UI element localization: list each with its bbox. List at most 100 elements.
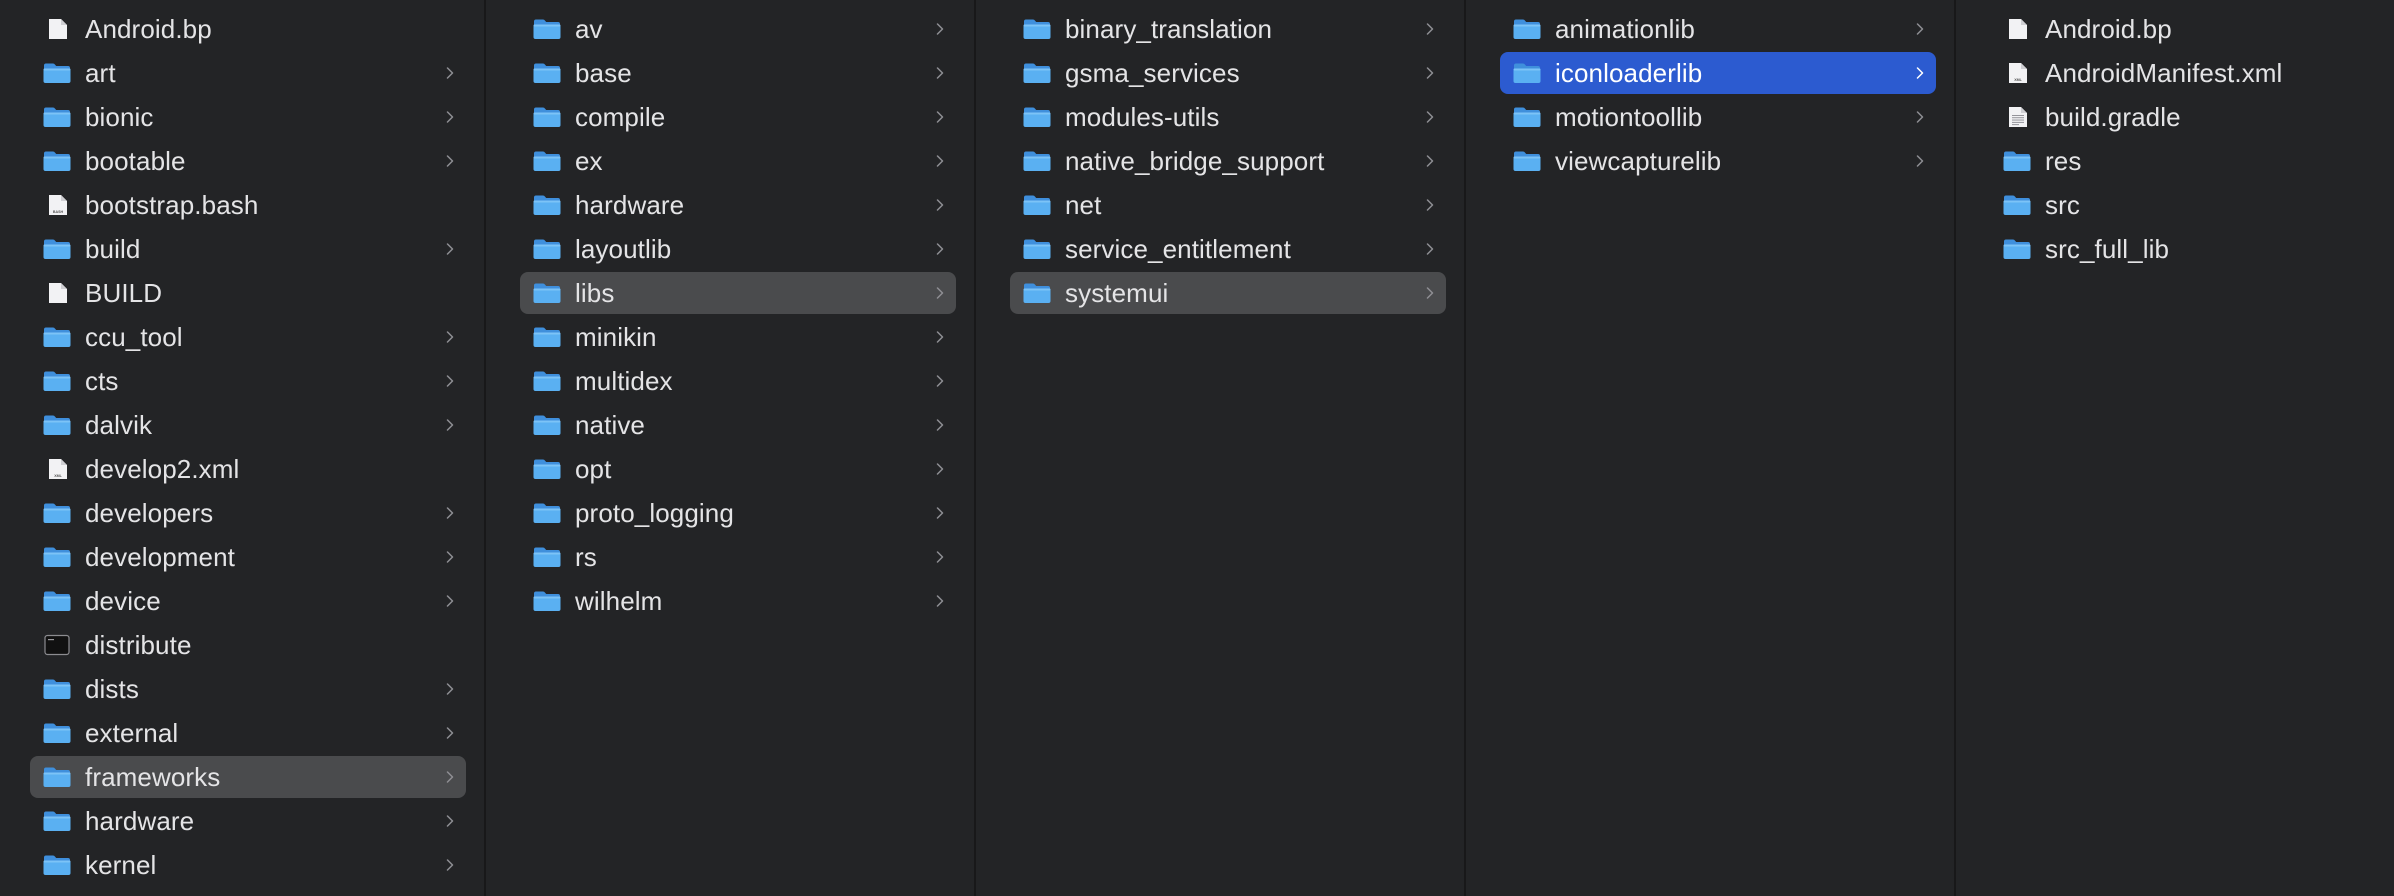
folder-row[interactable]: device (30, 580, 466, 622)
folder-row[interactable]: systemui (1010, 272, 1446, 314)
folder-row[interactable]: proto_logging (520, 492, 956, 534)
folder-icon (1023, 151, 1051, 171)
folder-row[interactable]: motiontoollib (1500, 96, 1936, 138)
item-label: hardware (575, 190, 685, 220)
chevron-right-icon (446, 771, 454, 783)
folder-row[interactable]: development (30, 536, 466, 578)
file-row[interactable]: Android.bp (1990, 8, 2362, 50)
folder-row[interactable]: res (1990, 140, 2362, 182)
file-row[interactable]: BUILD (30, 272, 466, 314)
folder-row[interactable]: frameworks (30, 756, 466, 798)
column-divider[interactable] (1954, 0, 1956, 896)
folder-icon (1513, 19, 1541, 39)
file-row[interactable]: build.gradle (1990, 96, 2362, 138)
chevron-right-icon (446, 551, 454, 563)
folder-icon (1023, 195, 1051, 215)
file-row[interactable]: Android.bp (30, 8, 466, 50)
chevron-right-icon (936, 111, 944, 123)
folder-row[interactable]: compile (520, 96, 956, 138)
folder-row[interactable]: rs (520, 536, 956, 578)
folder-row[interactable]: binary_translation (1010, 8, 1446, 50)
item-label: layoutlib (575, 234, 672, 264)
item-label: development (85, 542, 235, 572)
item-label: Android.bp (85, 14, 212, 44)
chevron-right-icon (1916, 155, 1924, 167)
folder-row[interactable]: gsma_services (1010, 52, 1446, 94)
folder-row[interactable]: hardware (30, 800, 466, 842)
folder-row[interactable]: wilhelm (520, 580, 956, 622)
folder-icon (533, 239, 561, 259)
item-label: dalvik (85, 410, 153, 440)
folder-row[interactable]: bionic (30, 96, 466, 138)
folder-row[interactable]: dalvik (30, 404, 466, 446)
folder-icon (1513, 63, 1541, 83)
folder-row[interactable]: dists (30, 668, 466, 710)
folder-icon (43, 107, 71, 127)
folder-row[interactable]: av (520, 8, 956, 50)
folder-row[interactable]: art (30, 52, 466, 94)
folder-icon (43, 767, 71, 787)
folder-row[interactable]: libs (520, 272, 956, 314)
xml-file-icon: XML (49, 459, 67, 479)
xml-file-icon: XML (2009, 63, 2027, 83)
chevron-right-icon (446, 111, 454, 123)
svg-text:XML: XML (2014, 78, 2022, 82)
folder-row[interactable]: opt (520, 448, 956, 490)
folder-row[interactable]: external (30, 712, 466, 754)
item-label: res (2045, 146, 2082, 176)
terminal-exec-icon (44, 634, 70, 656)
folder-row[interactable]: net (1010, 184, 1446, 226)
folder-row[interactable]: bootable (30, 140, 466, 182)
folder-row[interactable]: viewcapturelib (1500, 140, 1936, 182)
item-label: av (575, 14, 603, 44)
folder-row[interactable]: layoutlib (520, 228, 956, 270)
chevron-right-icon (1426, 287, 1434, 299)
item-label: Android.bp (2045, 14, 2172, 44)
folder-row[interactable]: minikin (520, 316, 956, 358)
chevron-right-icon (936, 375, 944, 387)
folder-icon (533, 547, 561, 567)
chevron-right-icon (1426, 67, 1434, 79)
item-label: libs (575, 278, 615, 308)
item-label: motiontoollib (1555, 102, 1703, 132)
folder-icon (43, 811, 71, 831)
chevron-right-icon (446, 683, 454, 695)
item-label: ccu_tool (85, 322, 183, 352)
chevron-right-icon (446, 243, 454, 255)
folder-row[interactable]: multidex (520, 360, 956, 402)
chevron-right-icon (446, 507, 454, 519)
folder-row[interactable]: ex (520, 140, 956, 182)
folder-row[interactable]: base (520, 52, 956, 94)
folder-row[interactable]: native_bridge_support (1010, 140, 1446, 182)
folder-row[interactable]: hardware (520, 184, 956, 226)
folder-row[interactable]: kernel (30, 844, 466, 886)
item-label: art (85, 58, 116, 88)
column-divider[interactable] (974, 0, 976, 896)
folder-row[interactable]: developers (30, 492, 466, 534)
item-label: base (575, 58, 632, 88)
column-divider[interactable] (484, 0, 486, 896)
column-divider[interactable] (1464, 0, 1466, 896)
folder-row[interactable]: service_entitlement (1010, 228, 1446, 270)
folder-row[interactable]: iconloaderlib (1500, 52, 1936, 94)
folder-row[interactable]: build (30, 228, 466, 270)
folder-row[interactable]: src_full_lib (1990, 228, 2362, 270)
file-row[interactable]: distribute (30, 624, 466, 666)
folder-row[interactable]: native (520, 404, 956, 446)
folder-row[interactable]: modules-utils (1010, 96, 1446, 138)
folder-row[interactable]: animationlib (1500, 8, 1936, 50)
folder-row[interactable]: src (1990, 184, 2362, 226)
folder-icon (533, 327, 561, 347)
folder-icon (533, 151, 561, 171)
folder-row[interactable]: ccu_tool (30, 316, 466, 358)
folder-row[interactable]: cts (30, 360, 466, 402)
folder-icon (533, 107, 561, 127)
item-label: build (85, 234, 141, 264)
chevron-right-icon (1426, 199, 1434, 211)
